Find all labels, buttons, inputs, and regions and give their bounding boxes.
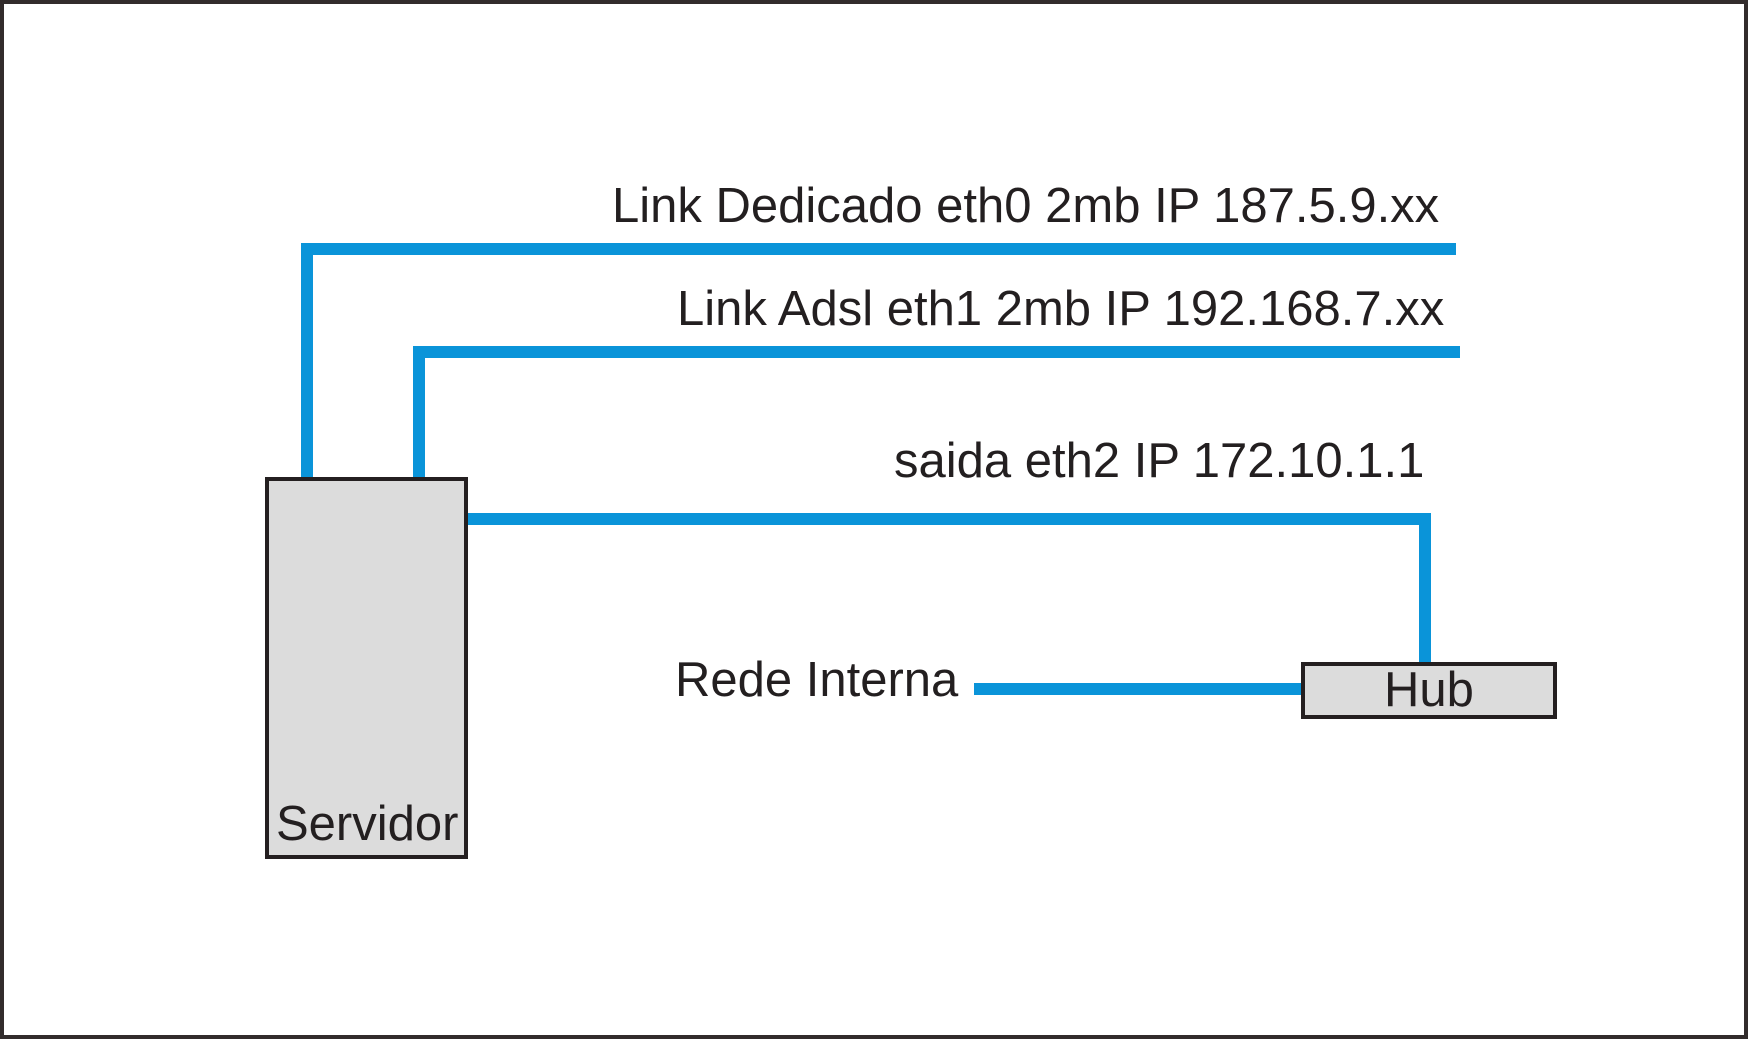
eth1-link-label: Link Adsl eth1 2mb IP 192.168.7.xx	[677, 282, 1445, 336]
eth0-connector-vertical	[301, 243, 313, 479]
eth2-connector-horizontal	[466, 513, 1431, 525]
eth2-connector-vertical	[1419, 513, 1431, 664]
eth1-connector-horizontal	[413, 346, 1460, 358]
rede-interna-label: Rede Interna	[675, 653, 959, 707]
rede-interna-connector	[974, 683, 1304, 695]
eth1-connector-vertical	[413, 346, 425, 479]
eth2-saida-label: saida eth2 IP 172.10.1.1	[894, 434, 1425, 488]
hub-node-label: Hub	[1384, 663, 1474, 717]
eth0-connector-horizontal	[301, 243, 1456, 255]
hub-node: Hub	[1301, 662, 1557, 719]
eth0-link-label: Link Dedicado eth0 2mb IP 187.5.9.xx	[612, 179, 1440, 233]
servidor-node-label: Servidor	[276, 797, 459, 851]
servidor-node: Servidor	[265, 477, 468, 859]
